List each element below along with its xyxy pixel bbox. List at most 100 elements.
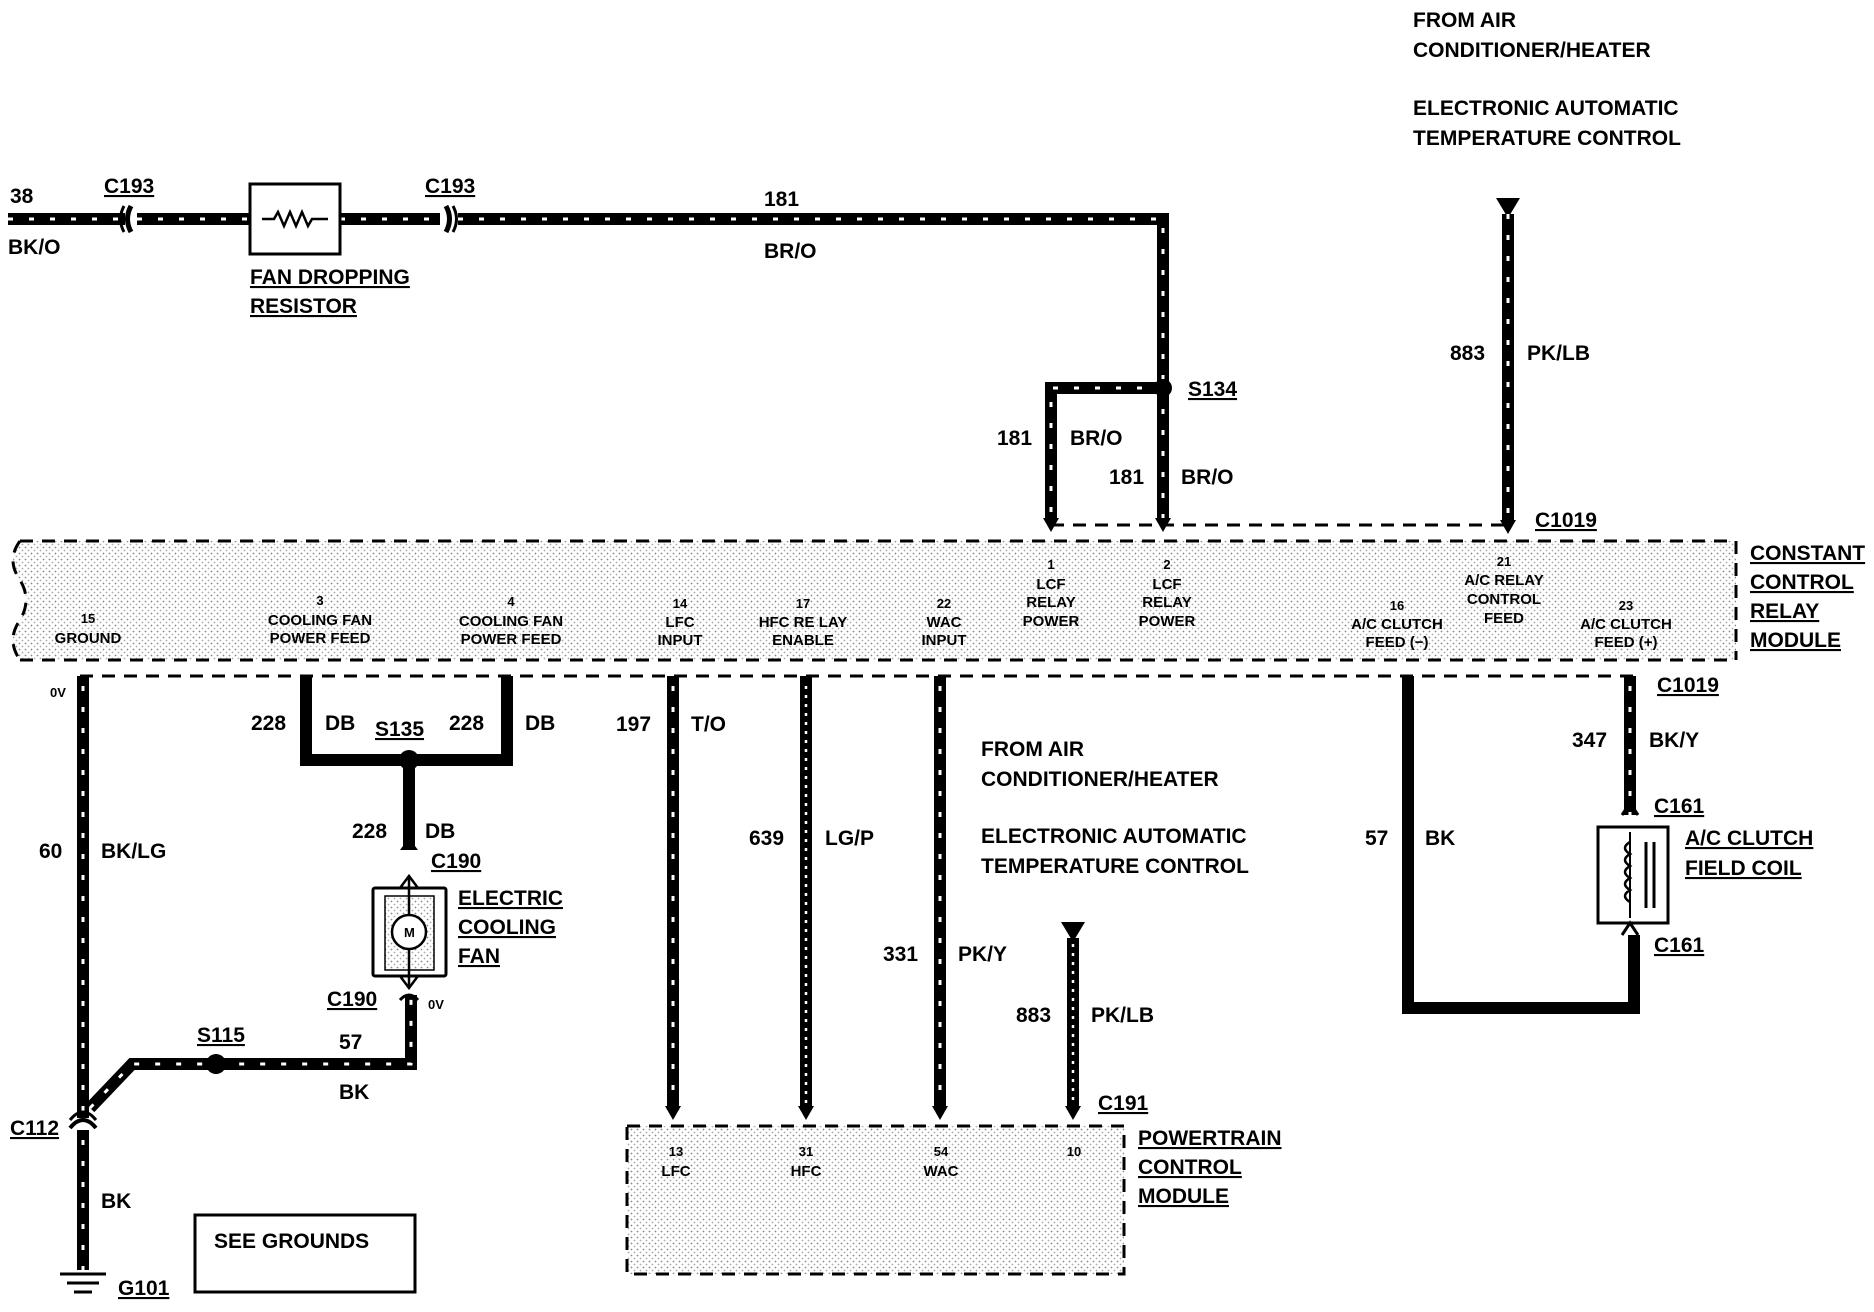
wire-228a-color: DB (325, 712, 355, 735)
pin-number: 3 (316, 593, 323, 608)
pin-label: ENABLE (772, 632, 834, 649)
pin-label: WAC (924, 1163, 959, 1180)
pin-label: LCF (1152, 576, 1181, 593)
pin-label: HFC RE LAY (759, 614, 848, 631)
pin-number: 22 (937, 596, 951, 611)
wire-639-lgp (798, 676, 814, 1120)
wire-57a-num: 57 (339, 1031, 362, 1054)
wire-883-pklb-pcm (1061, 922, 1085, 1120)
fan-name-line2: COOLING (458, 916, 556, 939)
wire-57a-color: BK (339, 1081, 369, 1104)
wire-57b-color: BK (1425, 827, 1455, 850)
pin-label: POWER FEED (270, 630, 371, 647)
pin-label: POWER FEED (461, 631, 562, 648)
pin-label: FEED (1484, 610, 1524, 627)
svg-text:RELAY: RELAY (1750, 600, 1819, 623)
pin-number: 21 (1497, 554, 1511, 569)
svg-text:ELECTRONIC AUTOMATIC: ELECTRONIC AUTOMATIC (981, 825, 1247, 848)
wire-181b-num: 181 (997, 427, 1032, 450)
wire-gnd-color: BK (101, 1190, 131, 1213)
pin-label: FEED (−) (1366, 634, 1429, 651)
pin-label: HFC (791, 1163, 822, 1180)
module-dash-link (80, 523, 1633, 678)
pin-number: 23 (1619, 598, 1633, 613)
connector-c191-label: C191 (1098, 1092, 1149, 1115)
pcm-name: POWERTRAIN CONTROL MODULE (1138, 1127, 1282, 1208)
connector-c193-left-label: C193 (104, 175, 154, 198)
resistor-name-line1: FAN DROPPING (250, 266, 410, 289)
connector-c1019-bottom-label: C1019 (1657, 674, 1719, 697)
splice-s115-icon (206, 1054, 226, 1074)
electric-cooling-fan-icon (371, 838, 448, 1002)
svg-text:ELECTRONIC AUTOMATIC: ELECTRONIC AUTOMATIC (1413, 97, 1679, 120)
svg-text:MODULE: MODULE (1750, 629, 1841, 652)
wire-331-color: PK/Y (958, 943, 1007, 966)
svg-text:CONTROL: CONTROL (1138, 1156, 1242, 1179)
connector-c193-right-label: C193 (425, 175, 475, 198)
pin-number: 16 (1390, 598, 1404, 613)
wire-181-bro (340, 213, 1171, 532)
wire-228c-num: 228 (352, 820, 387, 843)
wire-197-num: 197 (616, 713, 651, 736)
svg-text:MODULE: MODULE (1138, 1185, 1229, 1208)
relay-module-name: CONSTANT CONTROL RELAY MODULE (1750, 542, 1865, 652)
wire-181-num: 181 (764, 188, 799, 211)
pin-label: GROUND (55, 630, 122, 647)
header-source-label: FROM AIR CONDITIONER/HEATER ELECTRONIC A… (1413, 9, 1681, 150)
pin-label: FEED (+) (1595, 634, 1658, 651)
svg-text:CONDITIONER/HEATER: CONDITIONER/HEATER (981, 768, 1219, 791)
wire-38-color: BK/O (8, 236, 61, 259)
connector-c161-top-label: C161 (1654, 795, 1705, 818)
voltage-label-fan: 0V (428, 997, 444, 1012)
pin-number: 1 (1047, 557, 1054, 572)
pin-label: A/C CLUTCH (1580, 616, 1672, 633)
wire-60-num: 60 (39, 840, 62, 863)
wire-639-color: LG/P (825, 827, 874, 850)
connector-c112-label: C112 (10, 1117, 59, 1140)
wire-228c-color: DB (425, 820, 455, 843)
wire-639-num: 639 (749, 827, 784, 850)
fan-dropping-resistor-icon (248, 182, 342, 256)
wire-181c-num: 181 (1109, 466, 1144, 489)
wire-347-color: BK/Y (1649, 729, 1699, 752)
connector-c190-bottom-label: C190 (327, 988, 377, 1011)
pin-number: 31 (799, 1144, 813, 1159)
pin-number: 13 (669, 1144, 683, 1159)
pin-label: CONTROL (1467, 591, 1541, 608)
pin-number: 10 (1067, 1144, 1081, 1159)
pin-label: COOLING FAN (459, 613, 563, 630)
resistor-name-line2: RESISTOR (250, 295, 357, 318)
pcm-pins: 13 LFC 31 HFC 54 WAC 10 (661, 1144, 1081, 1180)
pin-label: WAC (927, 614, 962, 631)
pin-number: 54 (934, 1144, 949, 1159)
wire-181c-color: BR/O (1181, 466, 1234, 489)
see-grounds-box (193, 1213, 417, 1294)
connector-c190-top-label: C190 (431, 850, 481, 873)
pin-label: INPUT (922, 632, 967, 649)
svg-text:POWERTRAIN: POWERTRAIN (1138, 1127, 1282, 1150)
connector-c112-icon (68, 1110, 98, 1130)
pin-label: LFC (665, 614, 694, 631)
svg-text:CONSTANT: CONSTANT (1750, 542, 1865, 565)
wire-331-pky (932, 676, 948, 1120)
pin-label: A/C RELAY (1464, 572, 1543, 589)
wire-883-pklb-top (1496, 198, 1520, 534)
fan-name-line1: ELECTRIC (458, 887, 563, 910)
svg-text:FROM AIR: FROM AIR (1413, 9, 1516, 32)
splice-s135-icon (399, 750, 419, 770)
constant-control-relay-module (11, 539, 1738, 662)
wire-883b-color: PK/LB (1091, 1004, 1154, 1027)
pin-label: RELAY (1026, 594, 1075, 611)
wire-228b-num: 228 (449, 712, 484, 735)
pin-label: LCF (1036, 576, 1065, 593)
connector-c193-right-icon (443, 204, 458, 234)
mid-source-label: FROM AIR CONDITIONER/HEATER ELECTRONIC A… (981, 738, 1249, 878)
wire-38-num: 38 (10, 185, 34, 208)
connector-c161-bottom-label: C161 (1654, 934, 1705, 957)
pin-number: 17 (796, 596, 810, 611)
pin-label: LFC (661, 1163, 690, 1180)
svg-text:TEMPERATURE CONTROL: TEMPERATURE CONTROL (981, 855, 1249, 878)
pin-label: COOLING FAN (268, 612, 372, 629)
wire-347-num: 347 (1572, 729, 1607, 752)
